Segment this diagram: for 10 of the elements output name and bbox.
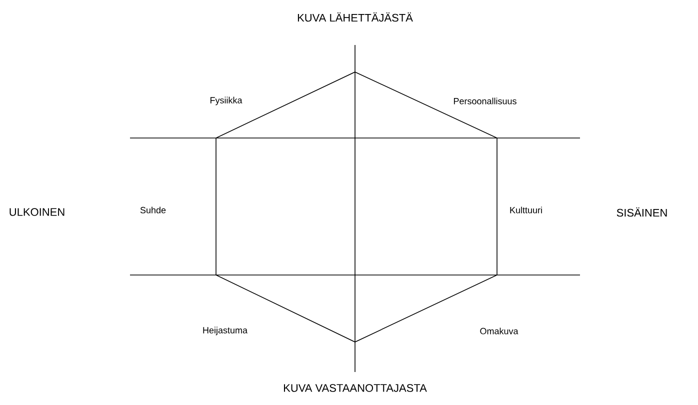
facet-label: Kulttuuri	[510, 206, 542, 214]
facet-label: Omakuva	[480, 328, 518, 334]
facet-label: Suhde	[140, 206, 166, 214]
facet-label: Heijastuma	[203, 326, 248, 336]
axis-label: ULKOINEN	[10, 208, 64, 216]
axis-label: KUVA VASTAANOTTAJASTA	[284, 384, 427, 392]
axis-label: KUVA LÄHETTÄJÄSTÄ	[298, 12, 413, 22]
facet-label: Fysiikka	[210, 96, 242, 106]
facet-label: Persoonallisuus	[454, 98, 516, 104]
axis-label: SISÄINEN	[616, 207, 667, 217]
